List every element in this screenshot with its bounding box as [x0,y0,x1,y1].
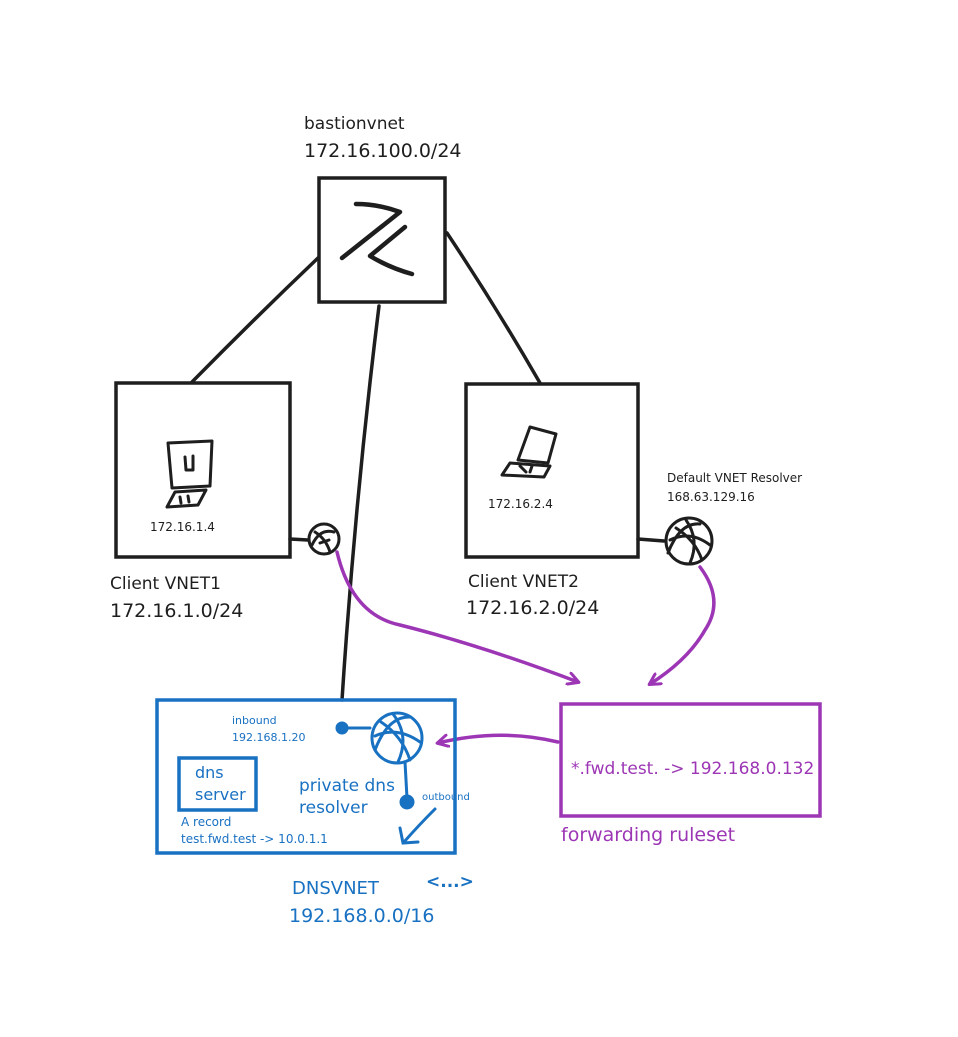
ruleset-rule: *.fwd.test. -> 192.168.0.132 [571,759,814,779]
bastion-node[interactable] [317,176,447,304]
vm-monitor-icon [165,439,214,509]
link-bastion-client2 [445,231,542,385]
a-record-label: A record [181,815,231,829]
client-vnet1-node[interactable]: 172.16.1.4 [114,381,292,559]
resolver-label-2: resolver [299,798,368,818]
vm-laptop-icon [500,425,558,479]
a-record-value: test.fwd.test -> 10.0.1.1 [181,832,328,846]
client1-cidr: 172.16.1.0/24 [110,600,243,622]
arrow-client2-to-ruleset [650,565,716,684]
client-vnet2-node[interactable]: 172.16.2.4 [464,382,640,559]
inbound-endpoint [335,721,372,735]
client2-cidr: 172.16.2.0/24 [466,597,599,619]
client1-name: Client VNET1 [110,574,221,594]
dns-server-label-1: dns [195,763,224,782]
dns-server-label-2: server [195,785,246,804]
client1-resolver-icon[interactable] [307,522,341,556]
inbound-ip: 192.168.1.20 [232,731,305,744]
bastion-cidr: 172.16.100.0/24 [304,140,462,162]
dnsvnet-name: DNSVNET [292,878,380,899]
resolver-label-1: private dns [299,776,395,796]
arrow-client1-to-ruleset [335,550,578,682]
resolver-globe-icon[interactable] [664,516,714,566]
link-client1-resolver [288,537,310,542]
client2-vm-ip: 172.16.2.4 [488,497,553,511]
ruleset-name: forwarding ruleset [561,824,735,846]
bastion-z-icon [339,201,415,277]
forwarding-ruleset-box[interactable]: *.fwd.test. -> 192.168.0.132 [559,702,822,818]
outbound-label: outbound [422,792,470,803]
link-bastion-client1 [190,256,320,384]
client1-vm-ip: 172.16.1.4 [150,520,215,534]
inbound-label: inbound [232,714,277,727]
arrow-ruleset-to-resolver [438,733,560,743]
dnsvnet-cidr: 192.168.0.0/16 [289,905,434,927]
outbound-endpoint [398,760,437,845]
default-resolver-ip: 168.63.129.16 [667,490,755,504]
client2-name: Client VNET2 [468,572,579,592]
private-resolver-globe-icon[interactable] [370,711,424,765]
dnsvnet-node[interactable]: inbound 192.168.1.20 private dns resolve… [155,698,470,855]
default-resolver-label: Default VNET Resolver [667,471,802,485]
link-client2-resolver [636,537,666,543]
link-bastion-dnsvnet [340,304,381,702]
bastion-name: bastionvnet [304,114,405,134]
dns-server-box[interactable]: dns server [177,756,258,812]
peering-marker: <...> [426,872,474,892]
